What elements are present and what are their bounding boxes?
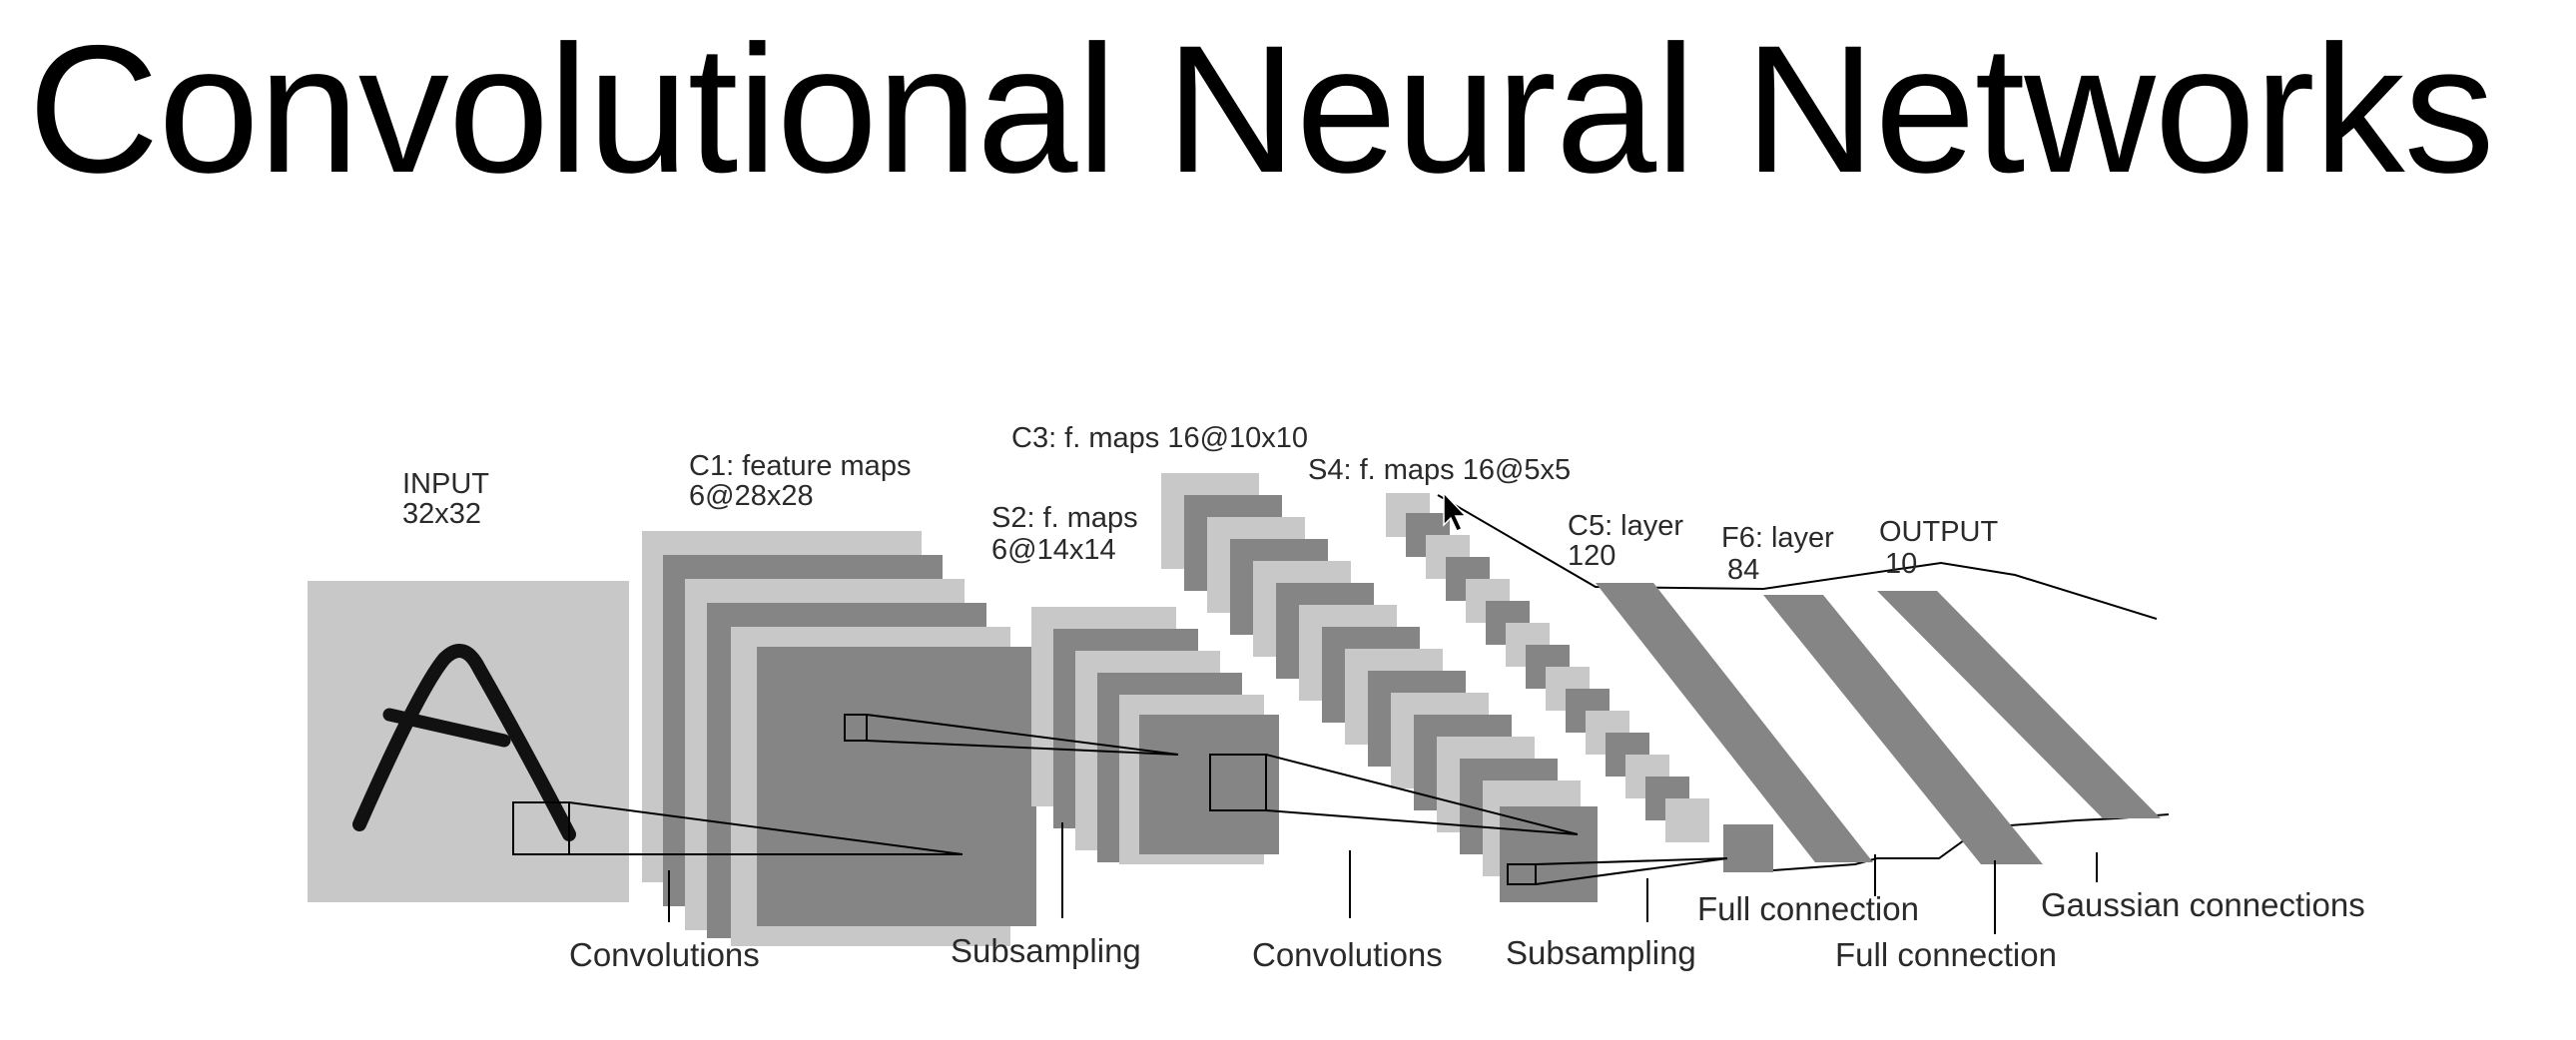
caption-ticks bbox=[668, 822, 2098, 934]
page-title: Convolutional Neural Networks bbox=[28, 7, 2495, 211]
s2-size: 6@14x14 bbox=[991, 534, 1116, 566]
caption-gaussian-connections: Gaussian connections bbox=[2041, 886, 2365, 923]
c5-size: 120 bbox=[1568, 540, 1615, 572]
c3-label: C3: f. maps 16@10x10 bbox=[1011, 422, 1308, 454]
f6-layer-band bbox=[1763, 595, 2043, 864]
s2-feature-maps bbox=[1031, 607, 1279, 864]
mouse-cursor-icon bbox=[1443, 491, 1468, 532]
input-size: 32x32 bbox=[402, 498, 481, 530]
caption-convolutions-1: Convolutions bbox=[569, 936, 760, 973]
s2-label: S2: f. maps bbox=[991, 502, 1138, 534]
output-size: 10 bbox=[1885, 548, 1917, 580]
c5-label: C5: layer bbox=[1568, 510, 1683, 542]
caption-convolutions-2: Convolutions bbox=[1252, 936, 1443, 973]
input-letter-a-glyph bbox=[352, 644, 576, 841]
c5-layer-band bbox=[1596, 583, 1873, 862]
c1-size: 6@28x28 bbox=[689, 480, 814, 512]
f6-size: 84 bbox=[1727, 554, 1759, 586]
input-label: INPUT bbox=[402, 468, 489, 500]
c1-feature-maps bbox=[642, 531, 1036, 946]
output-label: OUTPUT bbox=[1879, 516, 1999, 548]
c1-label: C1: feature maps bbox=[689, 450, 911, 482]
s4-label: S4: f. maps 16@5x5 bbox=[1308, 454, 1571, 486]
caption-subsampling-1: Subsampling bbox=[951, 932, 1141, 969]
caption-subsampling-2: Subsampling bbox=[1506, 934, 1696, 971]
s4-feature-maps bbox=[1386, 493, 1773, 872]
caption-full-connection-1: Full connection bbox=[1697, 890, 1919, 927]
output-layer-band bbox=[1877, 591, 2161, 818]
f6-label: F6: layer bbox=[1721, 522, 1834, 554]
caption-full-connection-2: Full connection bbox=[1835, 936, 2057, 973]
input-layer bbox=[308, 581, 629, 902]
